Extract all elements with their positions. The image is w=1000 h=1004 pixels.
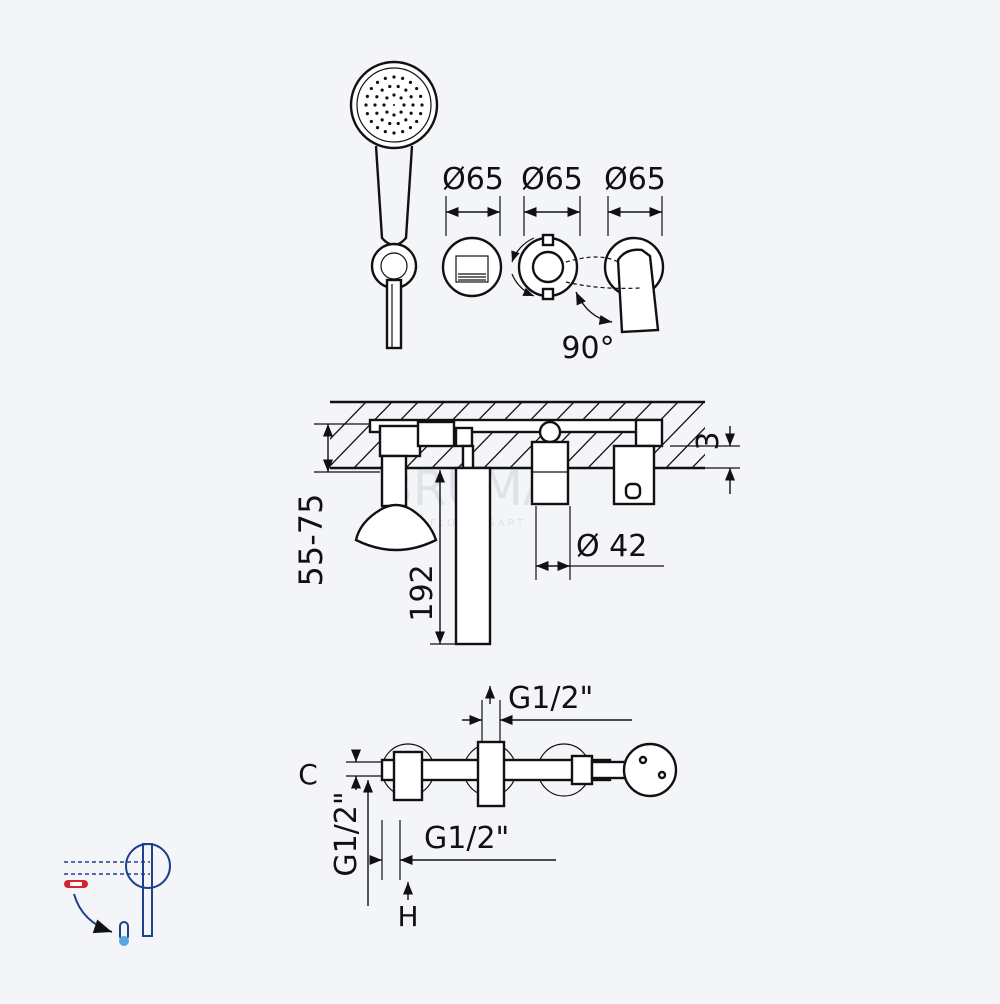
nozzle-dot <box>392 131 396 135</box>
nozzle-dot <box>380 88 384 92</box>
wall-hatch-line <box>330 402 393 467</box>
label-c: C <box>298 758 318 791</box>
nozzle-dot <box>392 113 396 117</box>
nozzle-dot <box>365 112 369 116</box>
dim-mixer-diameter: Ø65 <box>604 162 666 197</box>
nozzle-dot <box>399 110 403 114</box>
mixer-lever <box>565 236 665 334</box>
nozzle-dot <box>369 119 373 124</box>
shower-nozzles <box>364 75 424 135</box>
wall-hatch-line <box>587 402 653 468</box>
nozzle-dot <box>383 76 387 80</box>
nozzle-dot <box>404 88 408 92</box>
dim-cover-thickness: 3 <box>691 431 726 450</box>
nozzle-dot <box>399 96 403 100</box>
nozzle-dot <box>364 103 368 107</box>
wall-hatch-line <box>716 400 784 470</box>
nozzle-dot <box>402 103 406 107</box>
nozzle-dot <box>382 103 386 107</box>
nozzle-dot <box>396 84 400 89</box>
nozzle-dot <box>380 118 384 122</box>
nozzle-dot <box>375 80 380 84</box>
nozzle-dot <box>396 121 400 126</box>
diverter-knob <box>511 233 579 301</box>
nozzle-dot <box>392 75 396 79</box>
plan-body <box>380 740 678 808</box>
nozzle-dot <box>365 94 369 98</box>
nozzle-dot <box>411 103 415 107</box>
nozzle-dot <box>404 118 408 122</box>
nozzle-dot <box>409 111 413 115</box>
dim-connection-top: G1/2" <box>508 681 593 716</box>
dim-spout-diameter: Ø 42 <box>576 529 647 564</box>
nozzle-dot <box>401 130 405 134</box>
dim-connection-side: G1/2" <box>329 791 364 876</box>
nozzle-dot <box>415 119 419 124</box>
nozzle-dot <box>408 80 413 84</box>
spout-side <box>454 444 492 646</box>
dim-shower-outlet-diameter: Ø65 <box>442 162 504 197</box>
mixer-side <box>612 444 656 506</box>
wall-hatch-line <box>665 426 705 468</box>
nozzle-dot <box>415 86 419 91</box>
nozzle-dot <box>388 84 392 89</box>
nozzle-dot <box>393 104 395 106</box>
wall-hatch-line <box>691 453 705 468</box>
nozzle-dot <box>409 95 413 99</box>
dim-diverter-diameter: Ø65 <box>521 162 583 197</box>
hand-shower-side <box>354 454 438 552</box>
nozzle-dot <box>385 96 389 100</box>
wall-hatch-line <box>561 402 627 468</box>
hand-shower <box>349 60 439 350</box>
nozzle-dot <box>375 95 379 99</box>
dim-spout-length: 192 <box>405 564 440 621</box>
nozzle-dot <box>383 130 387 134</box>
nozzle-dot <box>369 86 373 91</box>
nozzle-dot <box>408 126 413 130</box>
wall-hatch-line <box>483 402 549 468</box>
dim-connection-bottom: G1/2" <box>424 821 509 856</box>
nozzle-dot <box>392 93 396 97</box>
plan-dimensions <box>346 686 632 906</box>
nozzle-dot <box>420 103 424 107</box>
nozzle-dot <box>401 76 405 80</box>
nozzle-dot <box>373 103 377 107</box>
hot-cold-mixer-icon <box>64 843 171 946</box>
nozzle-dot <box>419 94 423 98</box>
side-dimensions <box>314 423 740 645</box>
shower-outlet-plate <box>441 236 503 298</box>
nozzle-dot <box>388 121 392 126</box>
top-dimensions <box>445 196 663 236</box>
nozzle-dot <box>419 112 423 116</box>
nozzle-dot <box>385 110 389 114</box>
label-h: H <box>397 900 418 933</box>
dim-rotation-angle: 90° <box>561 331 614 366</box>
wall-hatch-line <box>330 402 367 441</box>
nozzle-dot <box>375 111 379 115</box>
dim-wall-depth: 55-75 <box>292 494 330 587</box>
nozzle-dot <box>375 126 380 130</box>
diverter-side <box>530 440 570 506</box>
